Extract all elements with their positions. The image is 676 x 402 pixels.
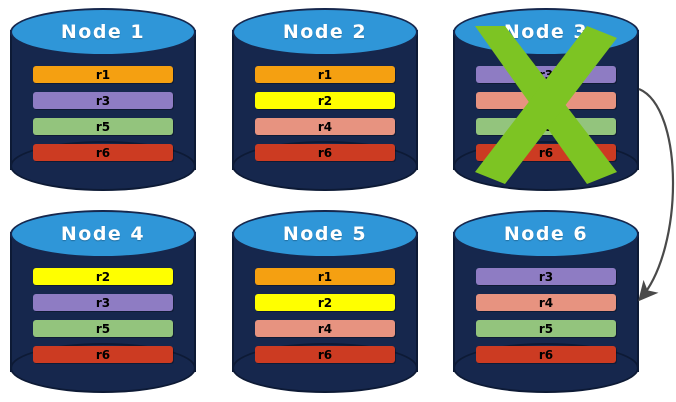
- replica-list: r3 r4 r5 r6: [453, 268, 639, 372]
- replica-bar[interactable]: r2: [255, 92, 395, 109]
- replica-bar[interactable]: r3: [33, 294, 173, 311]
- replica-list: r3 r4 r5 r6: [453, 66, 639, 170]
- node-5[interactable]: r1 r2 r4 r6 Node 5: [232, 210, 418, 395]
- replica-bar[interactable]: r5: [33, 320, 173, 337]
- node-label: Node 5: [282, 223, 368, 245]
- replica-list: r1 r3 r5 r6: [10, 66, 196, 170]
- cylinder-top: [10, 8, 196, 56]
- replica-bar[interactable]: r6: [33, 144, 173, 161]
- replica-bar[interactable]: r5: [33, 118, 173, 135]
- node-4[interactable]: r2 r3 r5 r6 Node 4: [10, 210, 196, 395]
- replica-bar[interactable]: r5: [476, 320, 616, 337]
- replica-bar[interactable]: r1: [255, 66, 395, 83]
- replica-bar[interactable]: r3: [476, 268, 616, 285]
- replica-list: r1 r2 r4 r6: [232, 268, 418, 372]
- replica-bar[interactable]: r3: [476, 66, 616, 83]
- node-label: Node 1: [60, 21, 146, 43]
- replica-bar[interactable]: r6: [255, 346, 395, 363]
- node-label: Node 6: [503, 223, 589, 245]
- node-6[interactable]: r3 r4 r5 r6 Node 6: [453, 210, 639, 395]
- replica-bar[interactable]: r3: [33, 92, 173, 109]
- replica-bar[interactable]: r6: [476, 346, 616, 363]
- node-label: Node 2: [282, 21, 368, 43]
- node-label: Node 3: [503, 21, 589, 43]
- replica-bar[interactable]: r4: [476, 92, 616, 109]
- replica-bar[interactable]: r4: [255, 320, 395, 337]
- replica-bar[interactable]: r1: [33, 66, 173, 83]
- replica-bar[interactable]: r4: [476, 294, 616, 311]
- node-3[interactable]: r3 r4 r5 r6 Node 3: [453, 8, 639, 193]
- node-1[interactable]: r1 r3 r5 r6 Node 1: [10, 8, 196, 193]
- replica-bar[interactable]: r6: [255, 144, 395, 161]
- cylinder-top: [232, 210, 418, 258]
- replica-bar[interactable]: r6: [476, 144, 616, 161]
- replica-bar[interactable]: r2: [33, 268, 173, 285]
- replica-bar[interactable]: r4: [255, 118, 395, 135]
- replica-bar[interactable]: r5: [476, 118, 616, 135]
- cylinder-top: [10, 210, 196, 258]
- node-label: Node 4: [60, 223, 146, 245]
- replica-bar[interactable]: r1: [255, 268, 395, 285]
- replica-bar[interactable]: r2: [255, 294, 395, 311]
- cylinder-top: [232, 8, 418, 56]
- replica-bar[interactable]: r6: [33, 346, 173, 363]
- node-2[interactable]: r1 r2 r4 r6 Node 2: [232, 8, 418, 193]
- cylinder-top: [453, 210, 639, 258]
- replica-list: r2 r3 r5 r6: [10, 268, 196, 372]
- replica-list: r1 r2 r4 r6: [232, 66, 418, 170]
